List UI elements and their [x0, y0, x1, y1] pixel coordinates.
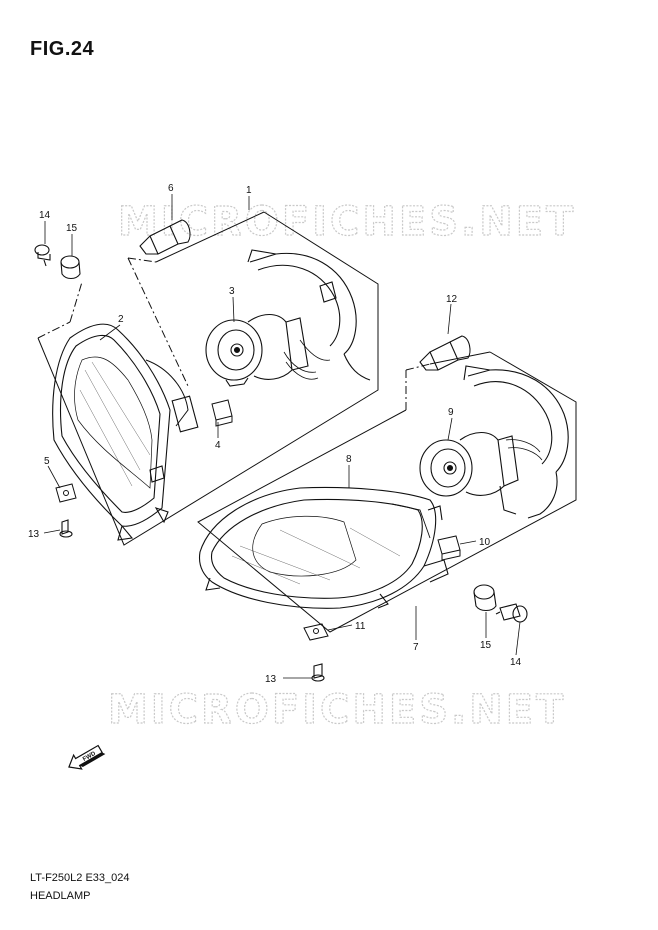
- bulb-12: [419, 335, 471, 371]
- callout-10: 10: [479, 537, 491, 548]
- callout-11: 11: [355, 621, 366, 632]
- screw-13-upper: [59, 519, 73, 538]
- callout-14-upper: 14: [39, 210, 51, 221]
- callout-2: 2: [118, 314, 124, 325]
- screw-14-lower: [495, 603, 528, 623]
- watermark-lower: MICROFICHES.NET: [108, 687, 566, 733]
- figure-title: FIG.24: [30, 38, 95, 60]
- assembly-1-outline: [37, 211, 379, 546]
- grommet-15-lower: [473, 584, 497, 612]
- callout-5: 5: [44, 456, 50, 467]
- figure-name: HEADLAMP: [30, 890, 91, 902]
- grommet-15-upper: [60, 255, 81, 280]
- callout-13-upper: 13: [28, 529, 40, 540]
- clip-nut-10: [437, 535, 461, 561]
- bulb-6: [139, 219, 191, 255]
- callout-15-upper: 15: [66, 223, 78, 234]
- bulb-socket-lower: [419, 431, 519, 497]
- watermark-upper: MICROFICHES.NET: [118, 199, 576, 245]
- clip-nut-4: [211, 399, 233, 427]
- clip-nut-5: [55, 483, 77, 503]
- callout-8: 8: [346, 454, 352, 465]
- screw-14-upper: [34, 244, 51, 267]
- callout-13-lower: 13: [265, 674, 277, 685]
- callout-4: 4: [215, 440, 221, 451]
- headlamp-lens-upper: [52, 323, 199, 541]
- headlamp-lens-lower: [198, 486, 449, 609]
- callout-6: 6: [168, 183, 174, 194]
- reflector-housing-upper: [247, 249, 371, 381]
- fwd-arrow-icon: FWD: [68, 744, 106, 770]
- callout-9: 9: [448, 407, 454, 418]
- callout-14-lower: 14: [510, 657, 522, 668]
- assembly-7-outline: [197, 351, 577, 633]
- callout-1: 1: [246, 185, 252, 196]
- clip-nut-11: [303, 623, 329, 641]
- callout-3: 3: [229, 286, 235, 297]
- callout-15-lower: 15: [480, 640, 492, 651]
- reflector-housing-lower: [463, 365, 569, 519]
- callout-12: 12: [446, 294, 458, 305]
- callouts: 1 2 3 4 5 6 7 8 9 10 11 12 13 13 14 14 1…: [28, 183, 522, 685]
- screw-13-lower: [311, 663, 325, 682]
- model-code: LT-F250L2 E33_024: [30, 872, 130, 884]
- callout-7: 7: [413, 642, 419, 653]
- leader-lines: [43, 194, 521, 679]
- bulb-socket-upper: [205, 313, 309, 387]
